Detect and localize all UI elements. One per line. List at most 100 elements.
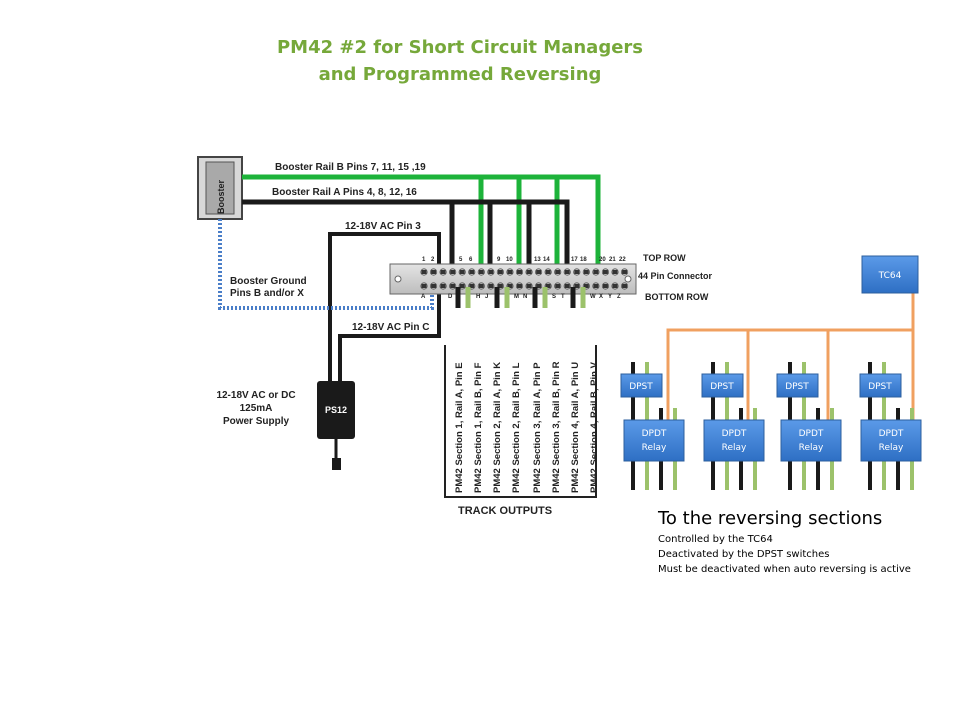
connector-pin-ring xyxy=(439,268,447,276)
connector-pin-ring xyxy=(563,282,571,290)
pin-letter: D xyxy=(448,294,453,300)
connector-pin-ring xyxy=(554,282,562,290)
relay-label-line-1: DPDT xyxy=(879,429,904,439)
connector-pin-ring xyxy=(449,268,457,276)
relay-label-line-1: DPDT xyxy=(642,429,667,439)
reversing-note-line: Deactivated by the DPST switches xyxy=(658,549,830,560)
connector-pin-ring xyxy=(620,268,629,276)
relay-label-line-2: Relay xyxy=(642,443,667,453)
connector-pin xyxy=(593,270,599,274)
pin-number: 17 xyxy=(571,257,578,263)
connector-pin-ring xyxy=(582,268,590,276)
connector-pin xyxy=(469,270,475,274)
connector-pin-ring xyxy=(601,268,610,276)
dpst-label: DPST xyxy=(868,382,892,392)
booster-label: Booster xyxy=(216,179,226,214)
tc64-box: TC64 xyxy=(861,255,919,294)
connector-pin-ring xyxy=(525,268,533,276)
connector-pin-ring xyxy=(592,268,600,276)
connector-pin-ring xyxy=(592,282,600,290)
pin-letter: Y xyxy=(608,294,612,300)
connector-pin-ring xyxy=(611,268,619,276)
connector-pin xyxy=(555,284,561,288)
dpst-label: DPST xyxy=(785,382,809,392)
connector-pin xyxy=(507,270,513,274)
connector-pin-ring xyxy=(477,268,485,276)
connector-bottom-row-label: BOTTOM ROW xyxy=(645,292,709,302)
pin-number: 20 xyxy=(599,257,606,263)
connector-pin xyxy=(450,270,456,274)
connector-pin-ring xyxy=(496,268,504,276)
connector-pin-ring xyxy=(487,282,495,290)
pin-number: 18 xyxy=(580,257,587,263)
diagram-title: PM42 #2 for Short Circuit Managers and P… xyxy=(210,34,710,88)
connector-pin xyxy=(488,270,494,274)
track-output-label: PM42 Section 4, Rail A, Pin U xyxy=(570,362,581,493)
pin-number: 10 xyxy=(506,257,513,263)
connector-pin-ring xyxy=(429,282,438,290)
pin-number: 2 xyxy=(431,257,435,263)
connector-pin-ring xyxy=(515,268,524,276)
track-output-label: PM42 Section 3, Rail A, Pin P xyxy=(532,362,543,493)
pin-number: 6 xyxy=(469,257,473,263)
relay-label-line-2: Relay xyxy=(799,443,824,453)
connector-pin xyxy=(459,270,465,274)
rail-a-label: Booster Rail A Pins 4, 8, 12, 16 xyxy=(272,187,417,198)
dpst-switch-3: DPST xyxy=(776,373,819,398)
relay-label-line-1: DPDT xyxy=(722,429,747,439)
rail-a-wire xyxy=(242,199,570,272)
dpdt-relay-3: DPDT Relay xyxy=(780,419,842,462)
connector-pin xyxy=(602,284,608,288)
connector-pin-ring xyxy=(468,268,476,276)
bottom-pin-letters: A D H J M N S T W X Y Z xyxy=(421,294,621,300)
track-outputs-bracket xyxy=(444,345,597,498)
dpdt-relay-1: DPDT Relay xyxy=(623,419,685,462)
connector-pin-ring xyxy=(449,282,457,290)
ac-pinc-label: 12-18V AC Pin C xyxy=(352,322,429,333)
connector-pin xyxy=(574,284,580,288)
ps-desc-line-1: 12-18V AC or DC xyxy=(216,390,295,401)
connector-pin xyxy=(421,284,427,288)
connector-pin xyxy=(459,284,465,288)
pin-number: 9 xyxy=(497,257,501,263)
connector-pin-ring xyxy=(496,282,504,290)
reversing-note-line: Must be deactivated when auto reversing … xyxy=(658,564,911,575)
connector-pin xyxy=(545,270,551,274)
connector-pin-ring xyxy=(420,268,428,276)
pin-letter: W xyxy=(590,294,596,300)
connector-pin xyxy=(536,270,542,274)
ac-pin3-label: 12-18V AC Pin 3 xyxy=(345,221,421,232)
reversing-note-line: Controlled by the TC64 xyxy=(658,534,773,545)
connector-pin-ring xyxy=(534,268,543,276)
ps12-label: PS12 xyxy=(325,405,347,415)
connector-pin xyxy=(593,284,599,288)
connector-pin-ring xyxy=(458,268,466,276)
track-output-label: PM42 Section 2, Rail B, Pin L xyxy=(511,362,522,493)
track-outputs-heading: TRACK OUTPUTS xyxy=(458,505,552,517)
dpst-label: DPST xyxy=(629,382,653,392)
connector-pin xyxy=(450,284,456,288)
connector-pin-ring xyxy=(477,282,485,290)
reversing-notes: To the reversing sections Controlled by … xyxy=(658,506,958,577)
connector-pin xyxy=(555,270,561,274)
connector-pin-ring xyxy=(601,282,610,290)
pin-letter: M xyxy=(514,294,519,300)
pin-number: 5 xyxy=(459,257,463,263)
connector-pin xyxy=(517,284,522,288)
connector-pin xyxy=(602,270,608,274)
connector-pin xyxy=(431,270,437,274)
connector-pin-ring xyxy=(429,268,438,276)
connector-top-row-label: TOP ROW xyxy=(643,253,686,263)
connector-pin-ring xyxy=(611,282,619,290)
connector-pin xyxy=(421,270,427,274)
connector-pin-ring xyxy=(515,282,524,290)
connector-pin xyxy=(517,270,522,274)
track-output-label: PM42 Section 3, Rail B, Pin R xyxy=(551,361,562,493)
connector-pin-ring xyxy=(468,282,476,290)
reversing-heading: To the reversing sections xyxy=(658,508,883,529)
tc64-label: TC64 xyxy=(878,271,902,281)
track-output-label: PM42 Section 1, Rail A, Pin E xyxy=(454,362,465,493)
power-supply-ps12: PS12 xyxy=(317,381,355,470)
connector-pin-ring xyxy=(439,282,447,290)
track-output-label: PM42 Section 2, Rail A, Pin K xyxy=(492,362,503,493)
